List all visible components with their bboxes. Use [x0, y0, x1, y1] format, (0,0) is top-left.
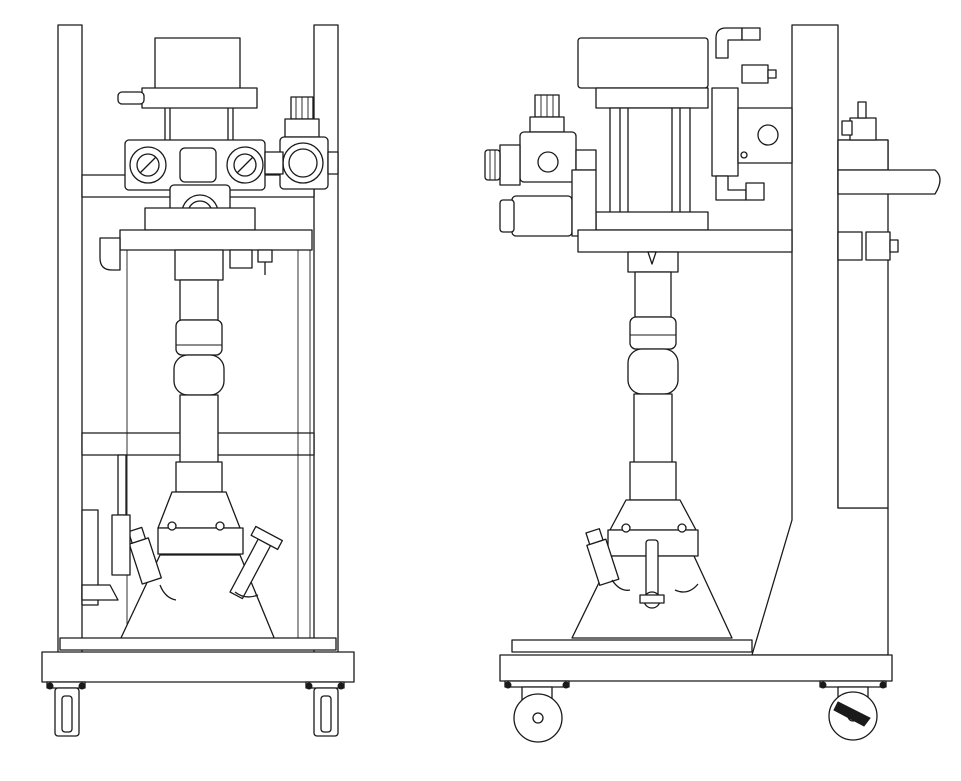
side-manifold [711, 27, 793, 201]
side-column [751, 24, 941, 656]
side-regulator [484, 94, 597, 237]
side-vessel [571, 528, 733, 639]
front-regulator [264, 96, 339, 190]
side-actuator [577, 37, 709, 231]
front-actuator [117, 37, 258, 165]
front-view [41, 24, 355, 737]
side-spindle [607, 271, 699, 557]
side-base [499, 639, 893, 743]
front-valve-block [124, 139, 266, 232]
front-vessel [119, 525, 283, 641]
side-arm [577, 229, 793, 273]
front-left-accessories [81, 454, 131, 606]
front-base [41, 637, 355, 737]
front-spindle [157, 249, 244, 555]
side-view [484, 24, 941, 743]
